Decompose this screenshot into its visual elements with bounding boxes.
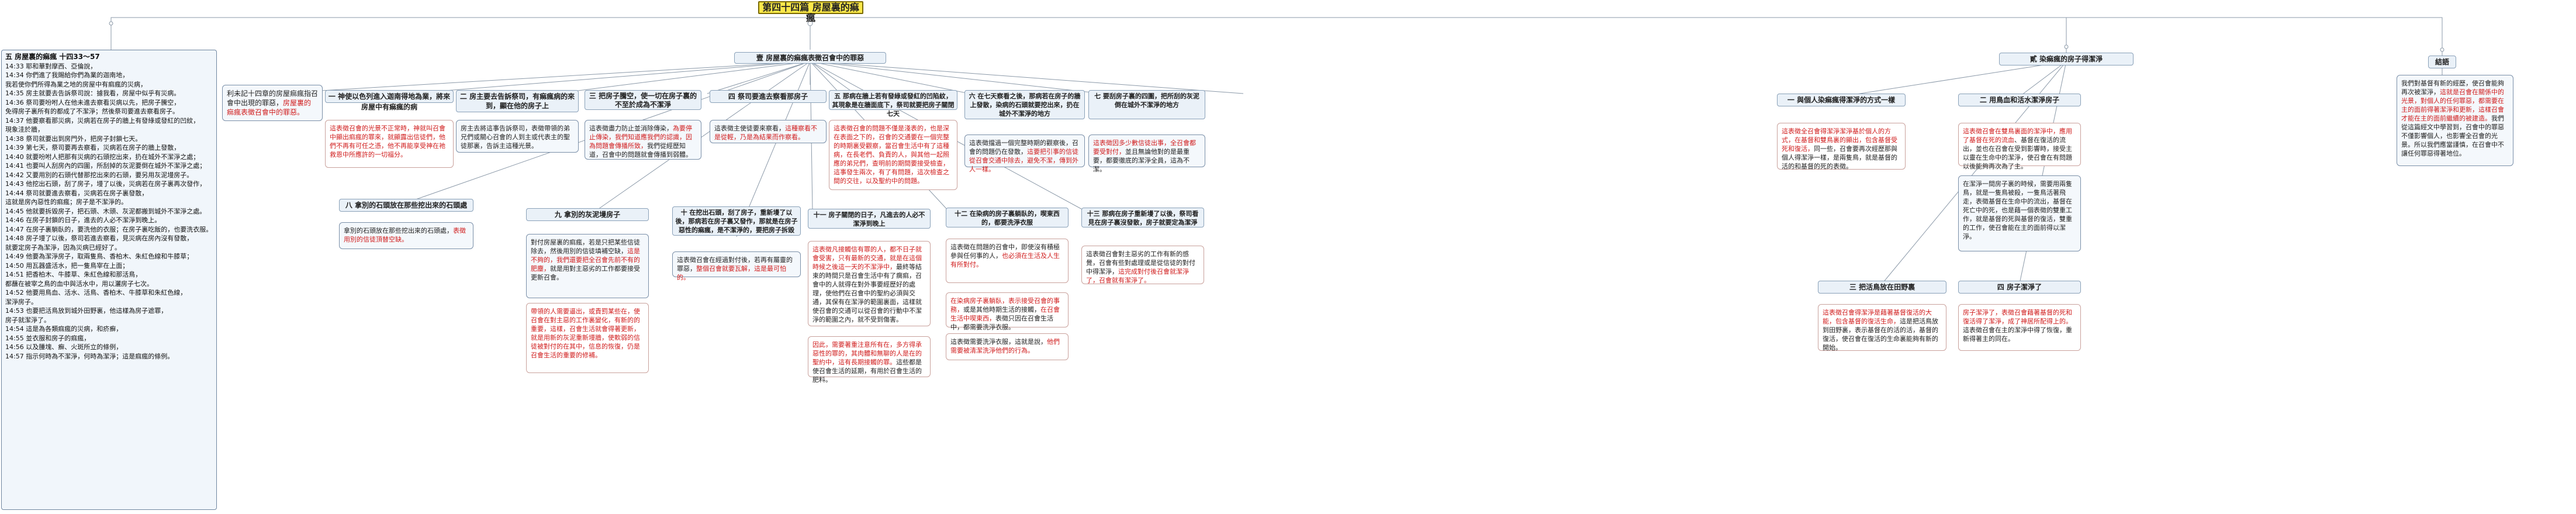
- branch-a-title[interactable]: 壹 房屋裏的痲瘋表徵召會中的罪惡: [734, 52, 886, 64]
- scripture-note: 五 房屋裏的痲瘋 十四33～57 14:33 耶和華對摩西、亞倫說，14:34 …: [1, 50, 217, 510]
- scripture-line: 14:33 耶和華對摩西、亞倫說，: [5, 62, 97, 70]
- scripture-line: 14:51 把香柏木、牛膝草、朱紅色線和那活鳥，: [5, 271, 142, 278]
- scripture-line: 我若使你們所得為業之地的房屋中有痲瘋的災病，: [5, 80, 147, 88]
- scripture-line: 就要定房子為潔淨，因為災病已經好了。: [5, 243, 121, 251]
- s12-note: 這表徵在問題的召會中，即使沒有積極參與任何事的人，也必須在生活及人生有所對付。: [946, 239, 1069, 283]
- scripture-line: 14:40 就要吩咐人把那有災病的石頭挖出來，扔在城外不潔淨之處；: [5, 153, 200, 161]
- scripture-line: 14:56 以及腫塊、癬、火斑所立的條例，: [5, 343, 123, 351]
- branch-b-title[interactable]: 貳 染痲瘋的房子得潔淨: [1999, 53, 2134, 65]
- scripture-line: 14:41 也要叫人刮房內的四圍，所刮掉的灰泥要倒在城外不潔淨之處；: [5, 162, 206, 170]
- s4-title[interactable]: 四 祭司要進去察看那房子: [710, 90, 827, 103]
- s1-note: 這表徵召會的光景不正常時，神就叫召會中顯出痲瘋的罪來，就顯露出信徒們，他們不再有…: [325, 120, 454, 168]
- scripture-line: 房子就潔淨了。: [5, 316, 50, 324]
- conclusion-title[interactable]: 結語: [2428, 56, 2456, 68]
- s6-title[interactable]: 六 在七天察看之後，那病若在房子的牆上發散，染病的石頭就要挖出來，扔在城外不潔淨…: [964, 90, 1085, 119]
- s5-title[interactable]: 五 那病在牆上若有發綠或發紅的凹陷紋，其現象是在牆面底下，祭司就要把房子關閉七天: [829, 90, 957, 118]
- s9-note-2: 帶領的人需要逼出，或責罰某些在，使召會在對主惡的工作裏變化，有新的的重要，這樣，…: [526, 303, 649, 373]
- scripture-line: 14:37 他要察看那災病，災病若在房子的牆上有發綠或發紅的凹紋，: [5, 116, 200, 125]
- scripture-line: 14:48 房子墁了以後，祭司若進去察看，見災病在房內沒有發散，: [5, 234, 193, 242]
- b4-title[interactable]: 四 房子潔淨了: [1958, 281, 2081, 294]
- s2-note: 房主去將這事告訴祭司，表徵帶領的弟兄們或關心召會的人到主或代表主的聖徒那裏，告訴…: [456, 120, 579, 153]
- scripture-line: 14:50 用瓦器盛活水，把一隻鳥宰在上面；: [5, 261, 129, 270]
- s9-title[interactable]: 九 拿別的灰泥墁房子: [526, 208, 649, 221]
- s1-title[interactable]: 一 神使以色列進入迦南得地為業，將來房屋中有痲瘋的病: [325, 90, 454, 111]
- scripture-line: 14:49 他要為潔淨房子，取兩隻鳥、香柏木、朱紅色線和牛膝草；: [5, 253, 193, 260]
- s7-note: 這表徵因多少數信徒出事，全召會都要受對付，並且無論他對的是最重要，都要徹底的潔淨…: [1088, 134, 1205, 173]
- scripture-line: 14:38 祭司就要出到房門外，把房子封鎖七天。: [5, 134, 142, 143]
- s11-note: 這表徵凡接觸信有罪的人，都不日子就會受害，只有最新的交通，就是在這個時候之後這一…: [808, 241, 931, 326]
- s11-title[interactable]: 十一 房子關閉的日子，凡進去的人必不潔淨到晚上: [808, 209, 931, 229]
- scripture-line: 現象洼於牆，: [5, 126, 44, 133]
- s13-note: 這表徵召會對主惡劣的工作有新的感覺，召會有些對處理或是從信徒的對付中得潔淨，這完…: [1081, 246, 1204, 284]
- root-title-node[interactable]: 第四十四篇 房屋裏的痲瘋: [758, 1, 863, 23]
- s7-title[interactable]: 七 要刮房子裏的四圍，把所刮的灰泥倒在城外不潔淨的地方: [1088, 90, 1205, 119]
- scripture-line: 14:42 又要用別的石頭代替那挖出來的石頭，要另用灰泥墁房子。: [5, 171, 193, 179]
- b1-note: 這表徵全召會得潔淨潔淨基於個人的方式，在基督和雙鳥裏的顯出，包含基督受死和復活，…: [1777, 123, 1906, 170]
- conclusion-note: 我們對基督有新的經歷，使召會能夠再次被潔淨，這就是召會在關係中的光景，對個人的任…: [2397, 75, 2513, 166]
- s8-title[interactable]: 八 拿別的石頭放在那些挖出來的石頭處: [339, 199, 473, 212]
- s4-note: 這表徵主使徒要來察看，這種察看不是從輕，乃是為結果而作察看。: [710, 120, 827, 143]
- scripture-line: 14:39 第七天，祭司要再去察看，災病若在房子的牆上發散，: [5, 144, 181, 151]
- b2-note-2: 在潔淨一間房子裏的時候，需要用兩隻鳥，就是一隻鳥被殺，一隻鳥活著飛走，表徵基督在…: [1958, 175, 2081, 251]
- intro-note: 利未記十四章的房屋痲瘋指召會中出現的罪惡，: [227, 89, 319, 107]
- b3-note: 這表徵召會得潔淨是藉著基督復活的大能，包含基督的復活生命，這是把活鳥放到田野裏，…: [1818, 304, 1946, 351]
- s9-note: 對付房屋裏的痲瘋，若是只把某些信徒除去，然後用別的信徒填補空缺，這是不夠的，我們…: [526, 234, 649, 298]
- scripture-line: 14:45 他就要拆毀房子，把石頭、木頭、灰泥都搬到城外不潔淨之處。: [5, 207, 206, 215]
- b1-title[interactable]: 一 與個人染痲瘋得潔淨的方式一樣: [1777, 94, 1906, 106]
- scripture-line: 14:54 這是為各類痲瘋的災病，和疥癬，: [5, 325, 123, 333]
- b4-note: 房子潔淨了，表徵召會藉著基督的死和復活得了潔淨，成了神居所配得上的。這表徵召會在…: [1958, 304, 2081, 351]
- scripture-line: 14:53 也要把活鳥放到城外田野裏，他這樣為房子遮罪，: [5, 307, 168, 315]
- s8-note: 拿別的石頭放在那些挖出來的石頭處，表徵用別的信徒頂替空缺。: [339, 222, 473, 249]
- scripture-line: 14:43 他挖出石頭，刮了房子，墁了以後，災病若在房子裏再次發作，: [5, 180, 206, 188]
- s10-title[interactable]: 十 在挖出石頭，刮了房子，重新墁了以後，那病若在房子裏又發作，那就是在房子惡性的…: [672, 206, 801, 236]
- s2-title[interactable]: 二 房主要去告訴祭司，有痲瘋病的來到，顯在他的房子上: [456, 90, 579, 112]
- s11-note-2: 因此，需要著重注意所有在，多方得承惡性的罪的，其肉體和無聊的人是在的聖約中，這有…: [808, 336, 931, 384]
- scripture-line: 都蘸在被宰之鳥的血中與活水中，用以灑房子七次。: [5, 280, 153, 288]
- b2-note: 這表徵召會在雙鳥裏面的潔淨中，應用了基督在死的流血、基督在復活的流出，並也在召會…: [1958, 123, 2081, 170]
- b2-title[interactable]: 二 用鳥血和活水潔淨房子: [1958, 94, 2081, 106]
- s3-title[interactable]: 三 把房子騰空，使一切在房子裏的不至於成為不潔淨: [585, 90, 701, 110]
- scripture-line: 這就是房內惡性的痲瘋；房子是不潔淨的。: [5, 198, 127, 206]
- b3-title[interactable]: 三 把活鳥放在田野裏: [1818, 281, 1946, 294]
- scripture-line: 14:36 祭司要吩咐人在他未進去察看災病以先，把房子騰空，: [5, 98, 181, 106]
- s5-note: 這表徵召會的問題不僅是淺表的，也是深在表面之下的，召會的交通要在一個完整的時期裏…: [829, 120, 957, 190]
- scripture-line: 14:44 祭司就要進去察看，災病若在房子裏發散，: [5, 189, 148, 197]
- intro-red: 房屋裏的痲瘋表徵召會中的罪惡。: [227, 99, 312, 116]
- s3-note: 這表徵盡力防止並消除傳染，為要停止傳染，我們知道應我們的認識，因為問題會傳播所致…: [585, 120, 701, 160]
- scripture-line: 14:34 你們進了我賜給你們為業的迦南地，: [5, 71, 129, 79]
- scripture-line: 14:47 在房子裏躺臥的，要洗他的衣服；在房子裏吃飯的，也要洗衣服。: [5, 225, 213, 233]
- scripture-line: 潔淨房子。: [5, 298, 37, 306]
- s12-note-2: 在染病房子裏躺臥，表示接受召會的事務，或是其他時期生活的接觸，在召會生活中喫東西…: [946, 292, 1069, 331]
- scripture-line: 14:55 並衣服和房子的痲瘋，: [5, 334, 91, 342]
- scripture-lines: 14:33 耶和華對摩西、亞倫說，14:34 你們進了我賜給你們為業的迦南地，我…: [5, 62, 213, 361]
- scripture-title: 五 房屋裏的痲瘋 十四33～57: [5, 53, 100, 61]
- scripture-line: 14:46 在房子封鎖的日子，進去的人必不潔淨到晚上。: [5, 216, 161, 224]
- scripture-line: 14:57 指示何時為不潔淨，何時為潔淨；這是痲瘋的條例。: [5, 352, 174, 360]
- scripture-line: 免得房子裏所有的都成了不潔淨；然後祭司要進去察看房子。: [5, 108, 179, 115]
- s10-note: 這表徵召會在經過對付後，若再有屬靈的罪惡，整個召會就要瓦解，這是最可怕的。: [672, 251, 801, 281]
- s12-title[interactable]: 十二 在染病的房子裏躺臥的，喫東西的，都要洗淨衣服: [946, 208, 1069, 227]
- s13-title[interactable]: 十三 那病在房子重新墁了以後，祭司看見在房子裏沒發散，房子就要定為潔淨: [1081, 208, 1204, 227]
- s6-note: 這表徵擋過一個完整時期的觀察後，召會的問題仍在發散，這要把引事的信徒從召會交通中…: [964, 134, 1085, 173]
- scripture-line: 14:35 房主就要去告訴祭司說：據我看，房屋中似乎有災病。: [5, 89, 181, 97]
- branch-a-intro: 利未記十四章的房屋痲瘋指召會中出現的罪惡，房屋裏的痲瘋表徵召會中的罪惡。: [222, 85, 323, 121]
- scripture-line: 14:52 他要用鳥血、活水、活鳥、香柏木、牛膝草和朱紅色線，: [5, 289, 187, 296]
- s12-note-3: 這表徵需要洗淨衣服，這就是說，他們需要被清潔洗淨他們的行為。: [946, 333, 1069, 360]
